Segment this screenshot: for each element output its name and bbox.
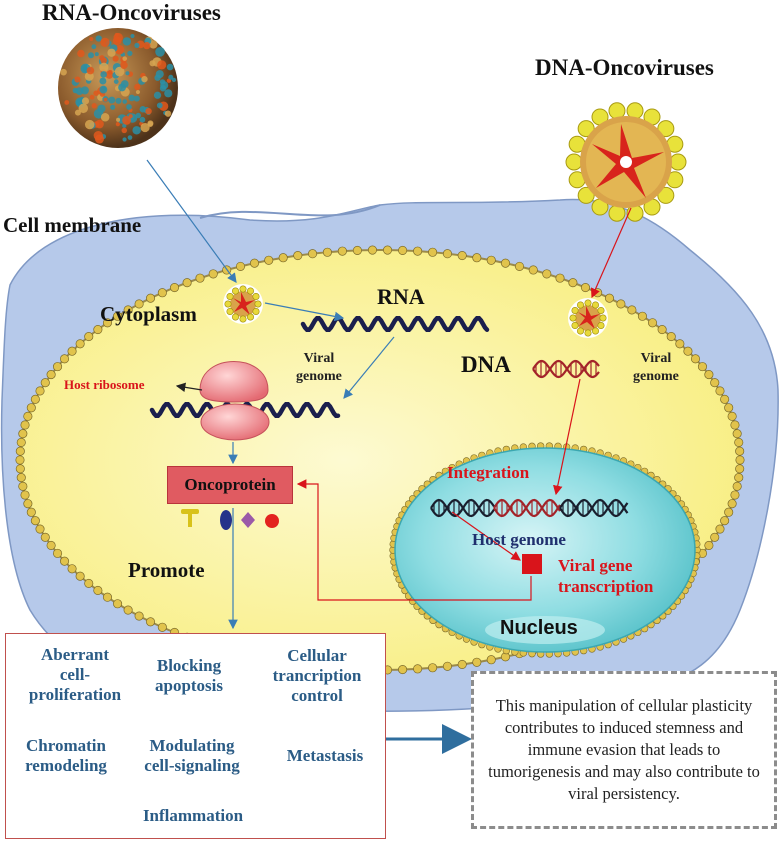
viral-gene-transcription-label: Viral gene transcription xyxy=(558,556,654,596)
integration-label: Integration xyxy=(447,463,530,482)
summary-box: This manipulation of cellular plasticity… xyxy=(471,671,777,829)
outcome-blocking-apoptosis: Blocking apoptosis xyxy=(154,656,224,695)
virus-particle-rna xyxy=(223,284,263,324)
outcome-transcription-control: Cellular trancription control xyxy=(272,646,362,705)
outcome-modulating-signaling: Modulating cell-signaling xyxy=(144,736,240,775)
viral-genome-right-label: Viral genome xyxy=(633,351,679,384)
viral-gene-square xyxy=(522,554,542,574)
dna-label: DNA xyxy=(461,352,511,377)
promote-label: Promote xyxy=(128,558,205,582)
protein-icons xyxy=(181,509,279,530)
outcome-chromatin-remodeling: Chromatin remodeling xyxy=(25,736,107,775)
host-ribosome-shape xyxy=(199,361,270,441)
outcome-inflammation: Inflammation xyxy=(142,806,244,825)
host-ribosome-label: Host ribosome xyxy=(64,377,145,392)
dna-helix-host-genome xyxy=(430,498,629,518)
cell-membrane-label: Cell membrane xyxy=(3,213,142,237)
summary-text: This manipulation of cellular plasticity… xyxy=(488,696,760,803)
outcome-aberrant-proliferation: Aberrant cell- proliferation xyxy=(28,645,122,704)
dna-oncoviruses-label: DNA-Oncoviruses xyxy=(535,55,714,80)
nucleus-label: Nucleus xyxy=(500,617,578,639)
oncoprotein-box: Oncoprotein xyxy=(167,466,293,504)
nucleus xyxy=(394,447,696,653)
cytoplasm-label: Cytoplasm xyxy=(100,302,197,326)
virus-particle-dna xyxy=(568,298,608,338)
outcome-metastasis: Metastasis xyxy=(286,746,364,765)
rna-strand-top xyxy=(300,316,490,332)
viral-genome-left-label: Viral genome xyxy=(296,351,342,384)
host-genome-label: Host genome xyxy=(472,530,566,549)
rna-oncovirus-image xyxy=(58,28,178,148)
rna-oncoviruses-label: RNA-Oncoviruses xyxy=(42,0,221,25)
rna-label: RNA xyxy=(377,284,425,309)
dna-helix-cytoplasm xyxy=(532,359,600,379)
dna-oncovirus-image xyxy=(565,102,687,222)
outcomes-box xyxy=(5,633,386,839)
